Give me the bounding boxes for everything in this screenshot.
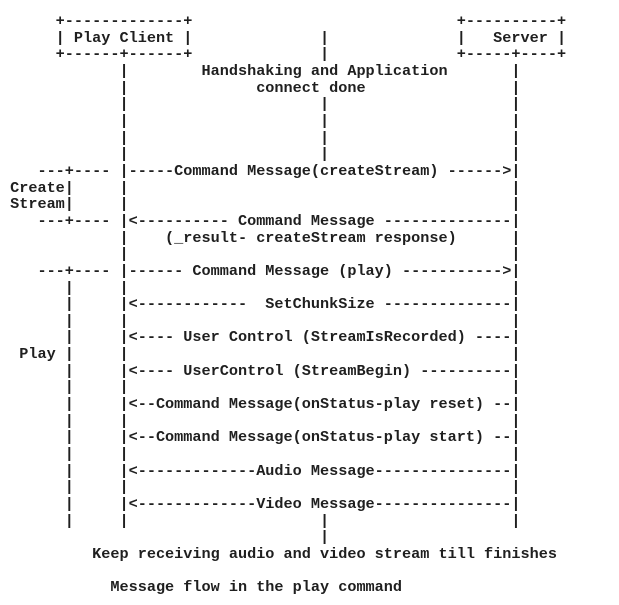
ascii-sequence-diagram: +-------------+ +----------+ | Play Clie… <box>10 12 567 597</box>
